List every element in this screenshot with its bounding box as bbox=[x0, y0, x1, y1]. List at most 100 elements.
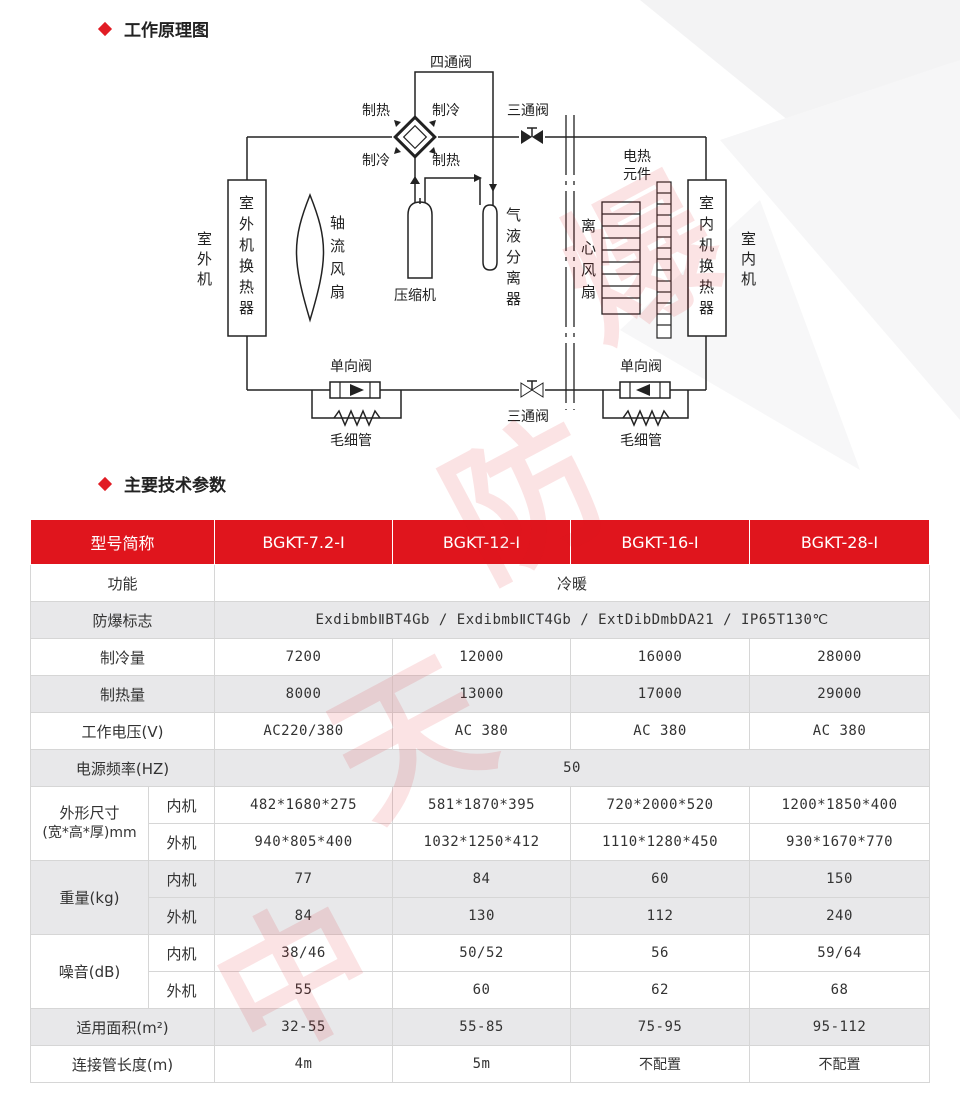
centrifugal-fan-icon bbox=[601, 201, 641, 315]
label-electric-heater-1: 电热 bbox=[623, 149, 651, 165]
cell-value: 77 bbox=[214, 860, 394, 898]
working-principle-diagram: 四通阀 制热 制冷 制冷 制热 三通阀 三通阀 电热 元件 压缩机 单向阀 单向… bbox=[197, 55, 756, 449]
cell-value: 720*2000*520 bbox=[570, 786, 751, 824]
table-row: 噪音(dB) 内机 38/46 50/52 56 59/64 bbox=[30, 934, 931, 1009]
cell-value: 8000 bbox=[214, 675, 394, 713]
sub-label: 内机 bbox=[147, 860, 216, 898]
cell-value: 62 bbox=[570, 971, 751, 1009]
label-capillary-left: 毛细管 bbox=[330, 433, 372, 449]
cell-value: 60 bbox=[392, 971, 572, 1009]
cell-value: 130 bbox=[392, 897, 572, 935]
cell-value: 16000 bbox=[570, 638, 751, 676]
cell-value: 75-95 bbox=[570, 1008, 751, 1046]
cell-value: 112 bbox=[570, 897, 751, 935]
label-separator-5: 器 bbox=[506, 290, 521, 308]
cell-value: 17000 bbox=[570, 675, 751, 713]
indoor-heat-exchanger bbox=[687, 179, 727, 337]
header-model-2: BGKT-12-I bbox=[392, 519, 572, 565]
label-centrifugal-fan-4: 扇 bbox=[581, 283, 596, 301]
label-capillary-right: 毛细管 bbox=[620, 433, 662, 449]
four-way-valve-icon bbox=[393, 115, 437, 184]
cell-value: 95-112 bbox=[749, 1008, 931, 1046]
three-way-valve-top-icon bbox=[521, 127, 543, 144]
cell-value: 5m bbox=[392, 1045, 572, 1083]
cell-value: 940*805*400 bbox=[214, 823, 394, 861]
label-axial-fan-4: 扇 bbox=[330, 283, 345, 301]
row-label: 重量(kg) bbox=[30, 860, 149, 935]
label-outdoor-exchanger-2: 外 bbox=[239, 215, 254, 233]
label-centrifugal-fan-1: 离 bbox=[581, 217, 596, 235]
diamond-bullet-icon bbox=[97, 476, 113, 491]
cell-value: 32-55 bbox=[214, 1008, 394, 1046]
cell-value: 不配置 bbox=[570, 1045, 751, 1083]
sub-label: 内机 bbox=[147, 934, 216, 972]
section-heading-diagram: 工作原理图 bbox=[97, 16, 209, 41]
label-indoor-3: 机 bbox=[741, 270, 756, 288]
cell-value: 1200*1850*400 bbox=[749, 786, 931, 824]
table-row: 外形尺寸 (宽*高*厚)mm 内机 482*1680*275 581*1870*… bbox=[30, 786, 931, 861]
axial-fan-icon bbox=[295, 192, 325, 323]
row-label-dimensions: 外形尺寸 (宽*高*厚)mm bbox=[30, 786, 149, 861]
label-outdoor-2: 外 bbox=[197, 250, 212, 268]
label-compressor: 压缩机 bbox=[394, 288, 436, 304]
label-centrifugal-fan-2: 心 bbox=[581, 239, 596, 257]
table-row: 功能 冷暖 bbox=[29, 564, 931, 602]
three-way-valve-bottom-icon bbox=[520, 380, 544, 398]
row-label: 功能 bbox=[29, 564, 216, 602]
label-outdoor-exchanger-4: 换 bbox=[239, 257, 254, 275]
table-row: 防爆标志 ExdibmbⅡBT4Gb / ExdibmbⅡCT4Gb / Ext… bbox=[29, 601, 931, 639]
cell-value: 13000 bbox=[392, 675, 572, 713]
table-row: 外机 84 130 112 240 bbox=[31, 897, 931, 935]
row-label: 防爆标志 bbox=[29, 601, 216, 639]
check-valve-right-icon bbox=[619, 381, 671, 399]
label-outdoor-exchanger-1: 室 bbox=[239, 194, 254, 212]
table-row: 连接管长度(m) 4m 5m 不配置 不配置 bbox=[29, 1045, 931, 1083]
sub-label: 内机 bbox=[147, 786, 216, 824]
cell-value: 1032*1250*412 bbox=[392, 823, 572, 861]
cell-value: 不配置 bbox=[749, 1045, 931, 1083]
label-indoor-exchanger-6: 器 bbox=[699, 299, 714, 317]
cell-value: AC 380 bbox=[570, 712, 751, 750]
label-cool-bottom: 制冷 bbox=[362, 153, 390, 169]
section-title: 工作原理图 bbox=[124, 21, 209, 41]
label-separator-1: 气 bbox=[506, 206, 521, 224]
header-model-1: BGKT-7.2-I bbox=[214, 519, 394, 565]
cell-value: 84 bbox=[214, 897, 394, 935]
label-cool-top: 制冷 bbox=[432, 103, 460, 119]
sub-label: 外机 bbox=[147, 823, 216, 861]
table-row: 电源频率(HZ) 50 bbox=[29, 749, 931, 787]
label-outdoor-1: 室 bbox=[197, 230, 212, 248]
header-model-label: 型号简称 bbox=[29, 519, 216, 565]
table-row: 重量(kg) 内机 77 84 60 150 bbox=[30, 860, 931, 935]
table-row: 工作电压(V) AC220/380 AC 380 AC 380 AC 380 bbox=[29, 712, 931, 750]
label-indoor-2: 内 bbox=[741, 250, 756, 268]
cell-value: 29000 bbox=[749, 675, 931, 713]
check-valve-left-icon bbox=[329, 381, 381, 399]
label-indoor-exchanger-2: 内 bbox=[699, 215, 714, 233]
spec-table: 型号简称 BGKT-7.2-I BGKT-12-I BGKT-16-I BGKT… bbox=[29, 519, 931, 1083]
label-axial-fan-3: 风 bbox=[330, 260, 345, 278]
label-outdoor-3: 机 bbox=[197, 270, 212, 288]
cell-value: 28000 bbox=[749, 638, 931, 676]
label-four-way-valve: 四通阀 bbox=[430, 55, 472, 71]
label-separator-2: 液 bbox=[506, 227, 521, 245]
cell-function: 冷暖 bbox=[214, 564, 931, 602]
gas-liquid-separator-icon bbox=[482, 204, 498, 271]
compressor-icon bbox=[407, 198, 433, 279]
row-label: 工作电压(V) bbox=[29, 712, 216, 750]
cell-value: 38/46 bbox=[214, 934, 394, 972]
label-heat-top: 制热 bbox=[362, 103, 390, 119]
label-outdoor-exchanger-6: 器 bbox=[239, 299, 254, 317]
cell-value: 150 bbox=[749, 860, 931, 898]
cell-value: AC 380 bbox=[749, 712, 931, 750]
cell-frequency: 50 bbox=[214, 749, 931, 787]
cell-value: AC220/380 bbox=[214, 712, 394, 750]
cell-value: 240 bbox=[749, 897, 931, 935]
label-indoor-exchanger-4: 换 bbox=[699, 257, 714, 275]
label-three-way-valve-top: 三通阀 bbox=[507, 103, 549, 119]
cell-value: 930*1670*770 bbox=[749, 823, 931, 861]
cell-value: 4m bbox=[214, 1045, 394, 1083]
table-header-row: 型号简称 BGKT-7.2-I BGKT-12-I BGKT-16-I BGKT… bbox=[29, 519, 931, 565]
capillary-right-icon bbox=[622, 409, 670, 427]
electric-heater-icon bbox=[656, 181, 672, 339]
